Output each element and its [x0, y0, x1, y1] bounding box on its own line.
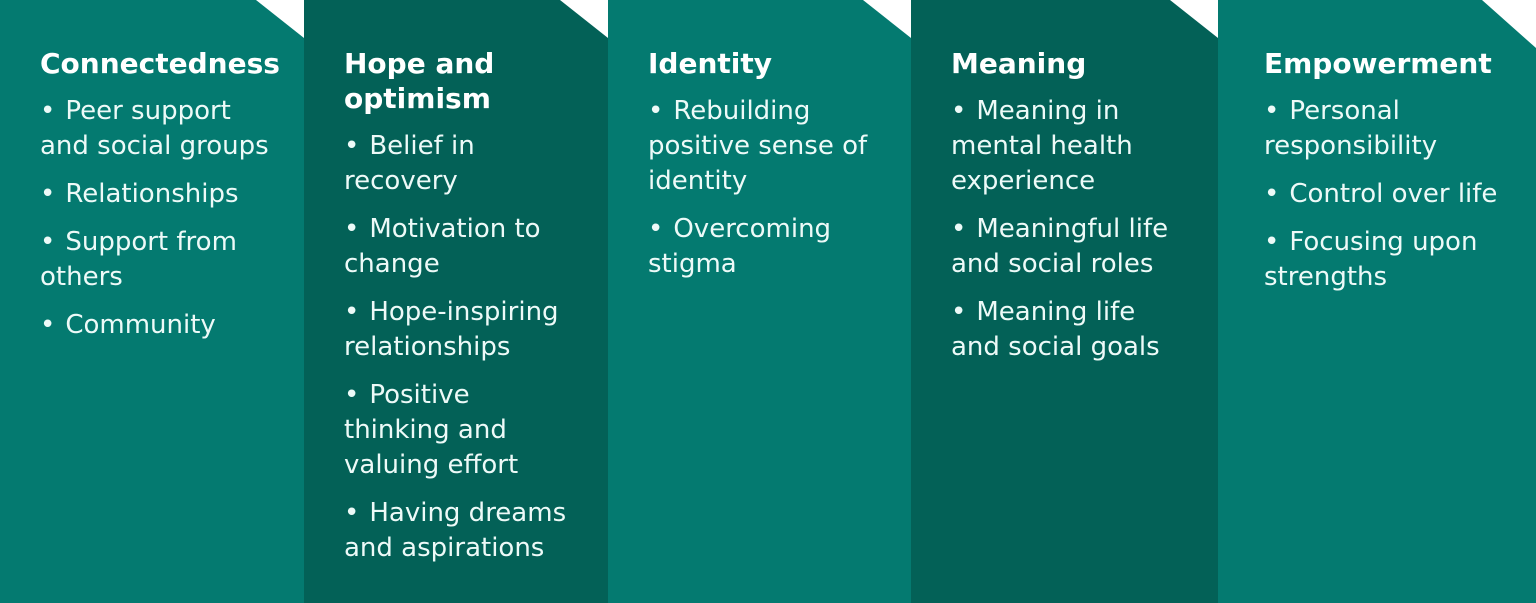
column-title: Connectedness	[40, 47, 280, 80]
column-hope-and-optimism: Hope and optimism •Belief in recovery •M…	[304, 0, 608, 603]
bullet-icon: •	[344, 498, 360, 528]
column-title: Identity	[648, 47, 773, 80]
bullet-icon: •	[40, 179, 56, 209]
bullet-icon: •	[344, 380, 360, 410]
bullet-icon: •	[951, 214, 967, 244]
list-item: •Meaning in mental health experience	[951, 94, 1190, 199]
list-item: • Relationships	[40, 177, 276, 212]
list-item: •Belief in recovery	[344, 129, 580, 199]
list-item: •Peer support and social groups	[40, 94, 276, 164]
column-title: Hope and optimism	[344, 47, 495, 115]
bullet-icon: •	[1264, 96, 1280, 126]
item-text: Support from others	[40, 227, 237, 292]
item-text: Rebuilding positive sense of identity	[648, 96, 868, 196]
bullet-icon: •	[648, 96, 664, 126]
item-text: Meaningful life and social roles	[951, 214, 1169, 279]
list-item: •Positive thinking and valuing effort	[344, 378, 580, 483]
bullet-icon: •	[40, 310, 56, 340]
list-item: • Community	[40, 308, 276, 343]
item-text: Focusing upon strengths	[1264, 227, 1478, 292]
list-item: • Control over life	[1264, 177, 1508, 212]
bullet-icon: •	[344, 214, 360, 244]
item-text: Motivation to change	[344, 214, 541, 279]
column-title: Empowerment	[1264, 47, 1492, 80]
item-text: Hope-inspiring relationships	[344, 297, 559, 362]
item-text: Overcoming stigma	[648, 214, 832, 279]
list-item: •Hope-inspiring relationships	[344, 295, 580, 365]
item-text: Personal responsibility	[1264, 96, 1438, 161]
column-empowerment: Empowerment •Personal responsibility •Co…	[1218, 0, 1536, 603]
bullet-icon: •	[1264, 227, 1280, 257]
column-identity: Identity •Rebuilding positive sense of i…	[608, 0, 911, 603]
column-meaning: Meaning •Meaning in mental health experi…	[911, 0, 1218, 603]
item-text: Peer support and social groups	[40, 96, 269, 161]
bullet-icon: •	[40, 96, 56, 126]
item-text: Control over life	[1289, 179, 1498, 209]
list-item: •Meaningful life and social roles	[951, 212, 1190, 282]
list-item: •Overcoming stigma	[648, 212, 883, 282]
bullet-icon: •	[1264, 179, 1280, 209]
bullet-icon: •	[951, 297, 967, 327]
list-item: •Motivation to change	[344, 212, 580, 282]
list-item: •Having dreams and aspirations	[344, 496, 580, 566]
item-text: Meaning life and social goals	[951, 297, 1160, 362]
bullet-icon: •	[40, 227, 56, 257]
bullet-icon: •	[951, 96, 967, 126]
item-text: Positive thinking and valuing effort	[344, 380, 519, 480]
item-text: Community	[65, 310, 216, 340]
bullet-icon: •	[344, 131, 360, 161]
item-text: Relationships	[65, 179, 239, 209]
bullet-icon: •	[648, 214, 664, 244]
list-item: •Rebuilding positive sense of identity	[648, 94, 883, 199]
list-item: •Meaning life and social goals	[951, 295, 1190, 365]
list-item: •Support from others	[40, 225, 276, 295]
bullet-icon: •	[344, 297, 360, 327]
item-text: Meaning in mental health experience	[951, 96, 1133, 196]
column-connectedness: Connectedness •Peer support and social g…	[0, 0, 304, 603]
item-text: Having dreams and aspirations	[344, 498, 567, 563]
item-text: Belief in recovery	[344, 131, 475, 196]
list-item: •Personal responsibility	[1264, 94, 1508, 164]
column-title: Meaning	[951, 47, 1087, 80]
list-item: •Focusing upon strengths	[1264, 225, 1508, 295]
